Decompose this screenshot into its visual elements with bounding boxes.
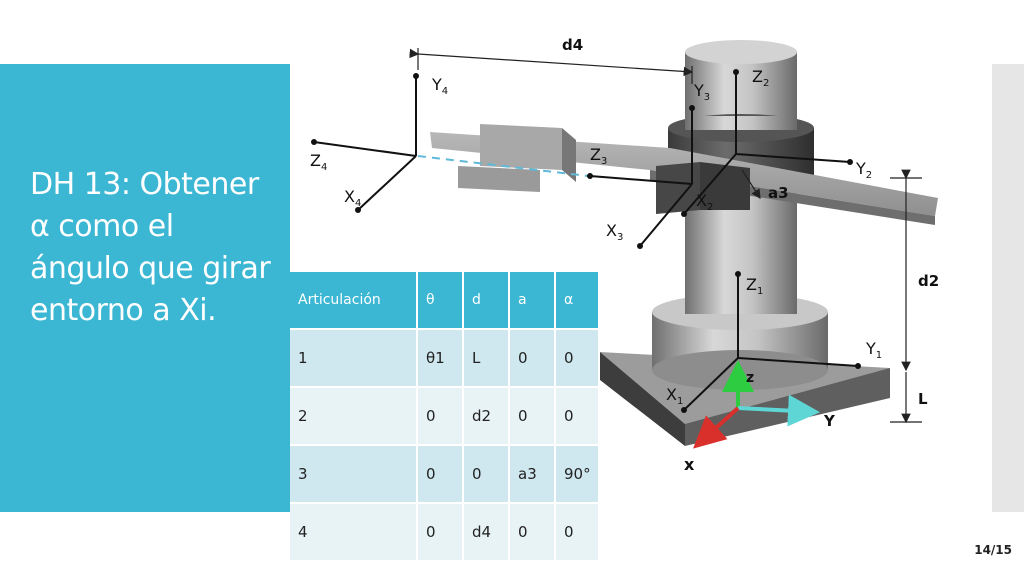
frame-4-axes (313, 76, 417, 211)
end-effector-block (458, 124, 576, 192)
header-theta: θ (418, 272, 464, 330)
table-cell: θ1 (418, 330, 464, 388)
title-panel (0, 64, 290, 512)
table-cell: 90° (556, 446, 600, 504)
x1-axis-label: X1 (666, 385, 683, 407)
table-header-row: Articulación θ d a α (290, 272, 600, 330)
table-cell: 0 (418, 504, 464, 562)
table-cell: 2 (290, 388, 418, 446)
y4-axis-label: Y4 (431, 75, 448, 97)
dim-d4-label: d4 (562, 36, 583, 54)
table-cell: 1 (290, 330, 418, 388)
base-frame-arrows (693, 360, 820, 449)
frame-2-axes (683, 72, 851, 215)
page-number: 14/15 (974, 543, 1012, 557)
x2-axis-label: X2 (696, 191, 713, 213)
table-cell: 0 (418, 446, 464, 504)
dim-d2-label: d2 (918, 272, 939, 290)
x4-axis-label: X4 (344, 187, 361, 209)
dim-L-label: L (918, 390, 928, 408)
table-cell: 0 (510, 388, 556, 446)
table-row: 1 θ1 L 0 0 (290, 330, 600, 388)
table-cell: 3 (290, 446, 418, 504)
table-cell: d4 (464, 504, 510, 562)
table-cell: 0 (556, 388, 600, 446)
z1-axis-label: Z1 (746, 275, 763, 297)
y2-axis-label: Y2 (855, 159, 872, 181)
z3-axis-label: Z3 (590, 145, 607, 167)
header-d: d (464, 272, 510, 330)
header-articulacion: Articulación (290, 272, 418, 330)
table-row: 4 0 d4 0 0 (290, 504, 600, 562)
base-z-label: z (746, 370, 754, 386)
table-cell: d2 (464, 388, 510, 446)
header-alpha: α (556, 272, 600, 330)
table-cell: a3 (510, 446, 556, 504)
table-row: 2 0 d2 0 0 (290, 388, 600, 446)
x3-axis-label: X3 (606, 221, 623, 243)
slide-title: DH 13: Obtener α como el ángulo que gira… (30, 167, 271, 328)
table-cell: 0 (556, 330, 600, 388)
table-cell: 0 (510, 504, 556, 562)
table-cell: 0 (556, 504, 600, 562)
dim-a3-label: a3 (768, 184, 789, 202)
carriage-block (656, 162, 750, 214)
y1-axis-label: Y1 (865, 339, 882, 361)
table-cell: L (464, 330, 510, 388)
base-y-label: Y (823, 412, 836, 430)
header-a: a (510, 272, 556, 330)
table-cell: 0 (418, 388, 464, 446)
z2-axis-label: Z2 (752, 67, 769, 89)
dimension-lines (409, 48, 922, 424)
dh-parameter-table: Articulación θ d a α 1 θ1 L 0 0 2 0 d2 0… (290, 272, 600, 562)
base-x-label: x (684, 455, 695, 474)
frame-3-axes (589, 108, 693, 247)
right-side-bar (992, 64, 1024, 512)
z4-axis-label: Z4 (310, 151, 327, 173)
robot-arm-diagram: d4 a3 d2 L Y4 Z4 X4 Y3 Z3 X3 Z2 Y2 X2 Z1… (310, 36, 939, 474)
y3-axis-label: Y3 (693, 81, 710, 103)
table-row: 3 0 0 a3 90° (290, 446, 600, 504)
table-cell: 0 (464, 446, 510, 504)
table-cell: 4 (290, 504, 418, 562)
table-cell: 0 (510, 330, 556, 388)
dashed-axis-line (417, 155, 589, 177)
